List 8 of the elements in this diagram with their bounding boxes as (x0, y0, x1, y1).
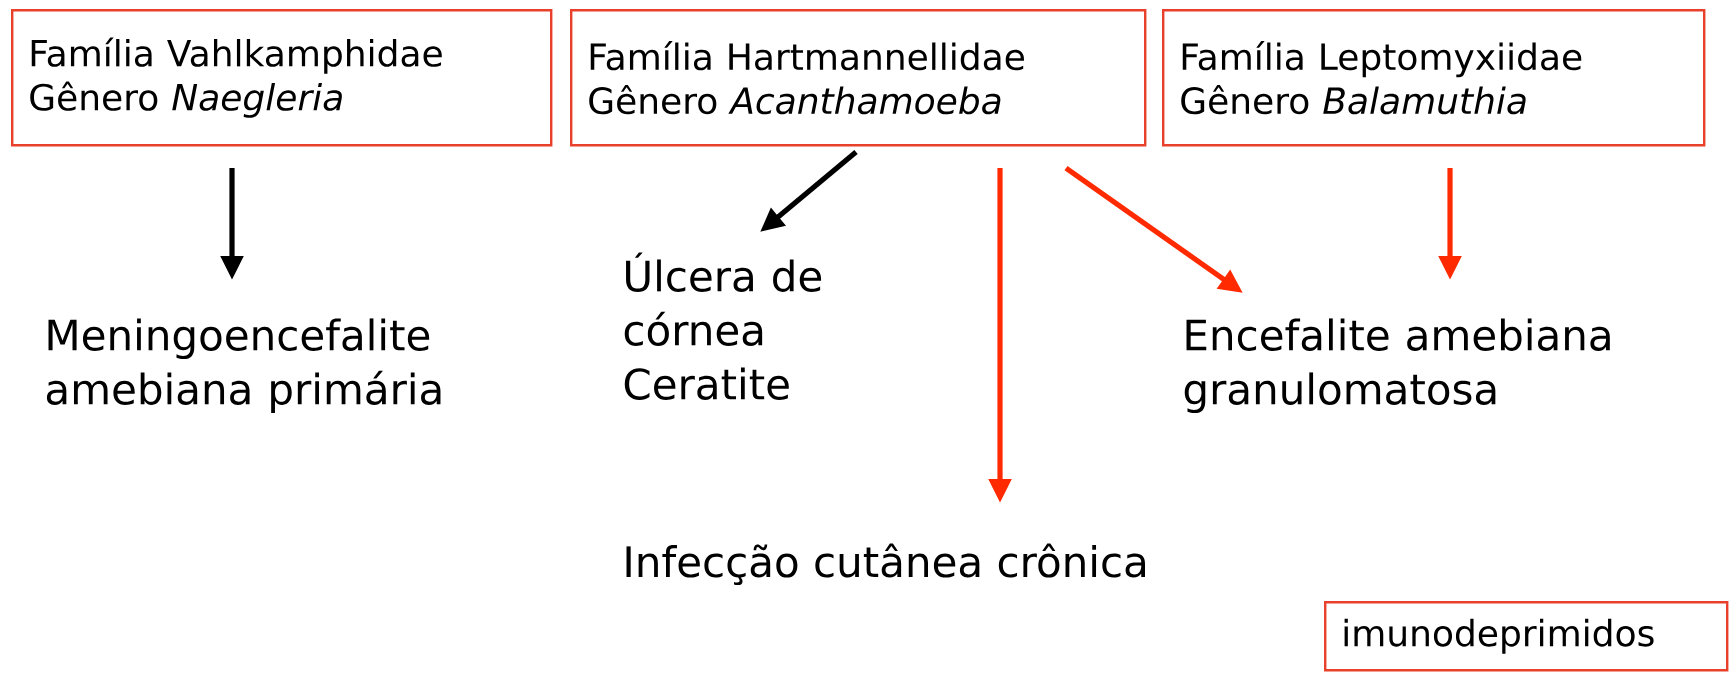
family-box: Família Leptomyxiidae Gênero Balamuthia (1162, 9, 1706, 147)
disease-label: Infecção cutânea crônica (626, 543, 1145, 586)
family-box: Família Hartmannellidae Gênero Acanthamoeba (570, 9, 1147, 147)
family-box: Família Vahlkamphidae Gênero Naegleria (11, 9, 553, 147)
disease-label: Encefalite amebiana granulomatosa (1184, 318, 1610, 414)
disease-label: Úlcera de córnea Ceratite (624, 252, 822, 400)
disease-label: Meningoencefalite amebiana primária (46, 318, 441, 414)
note-box: imunodeprimidos (1324, 601, 1729, 672)
